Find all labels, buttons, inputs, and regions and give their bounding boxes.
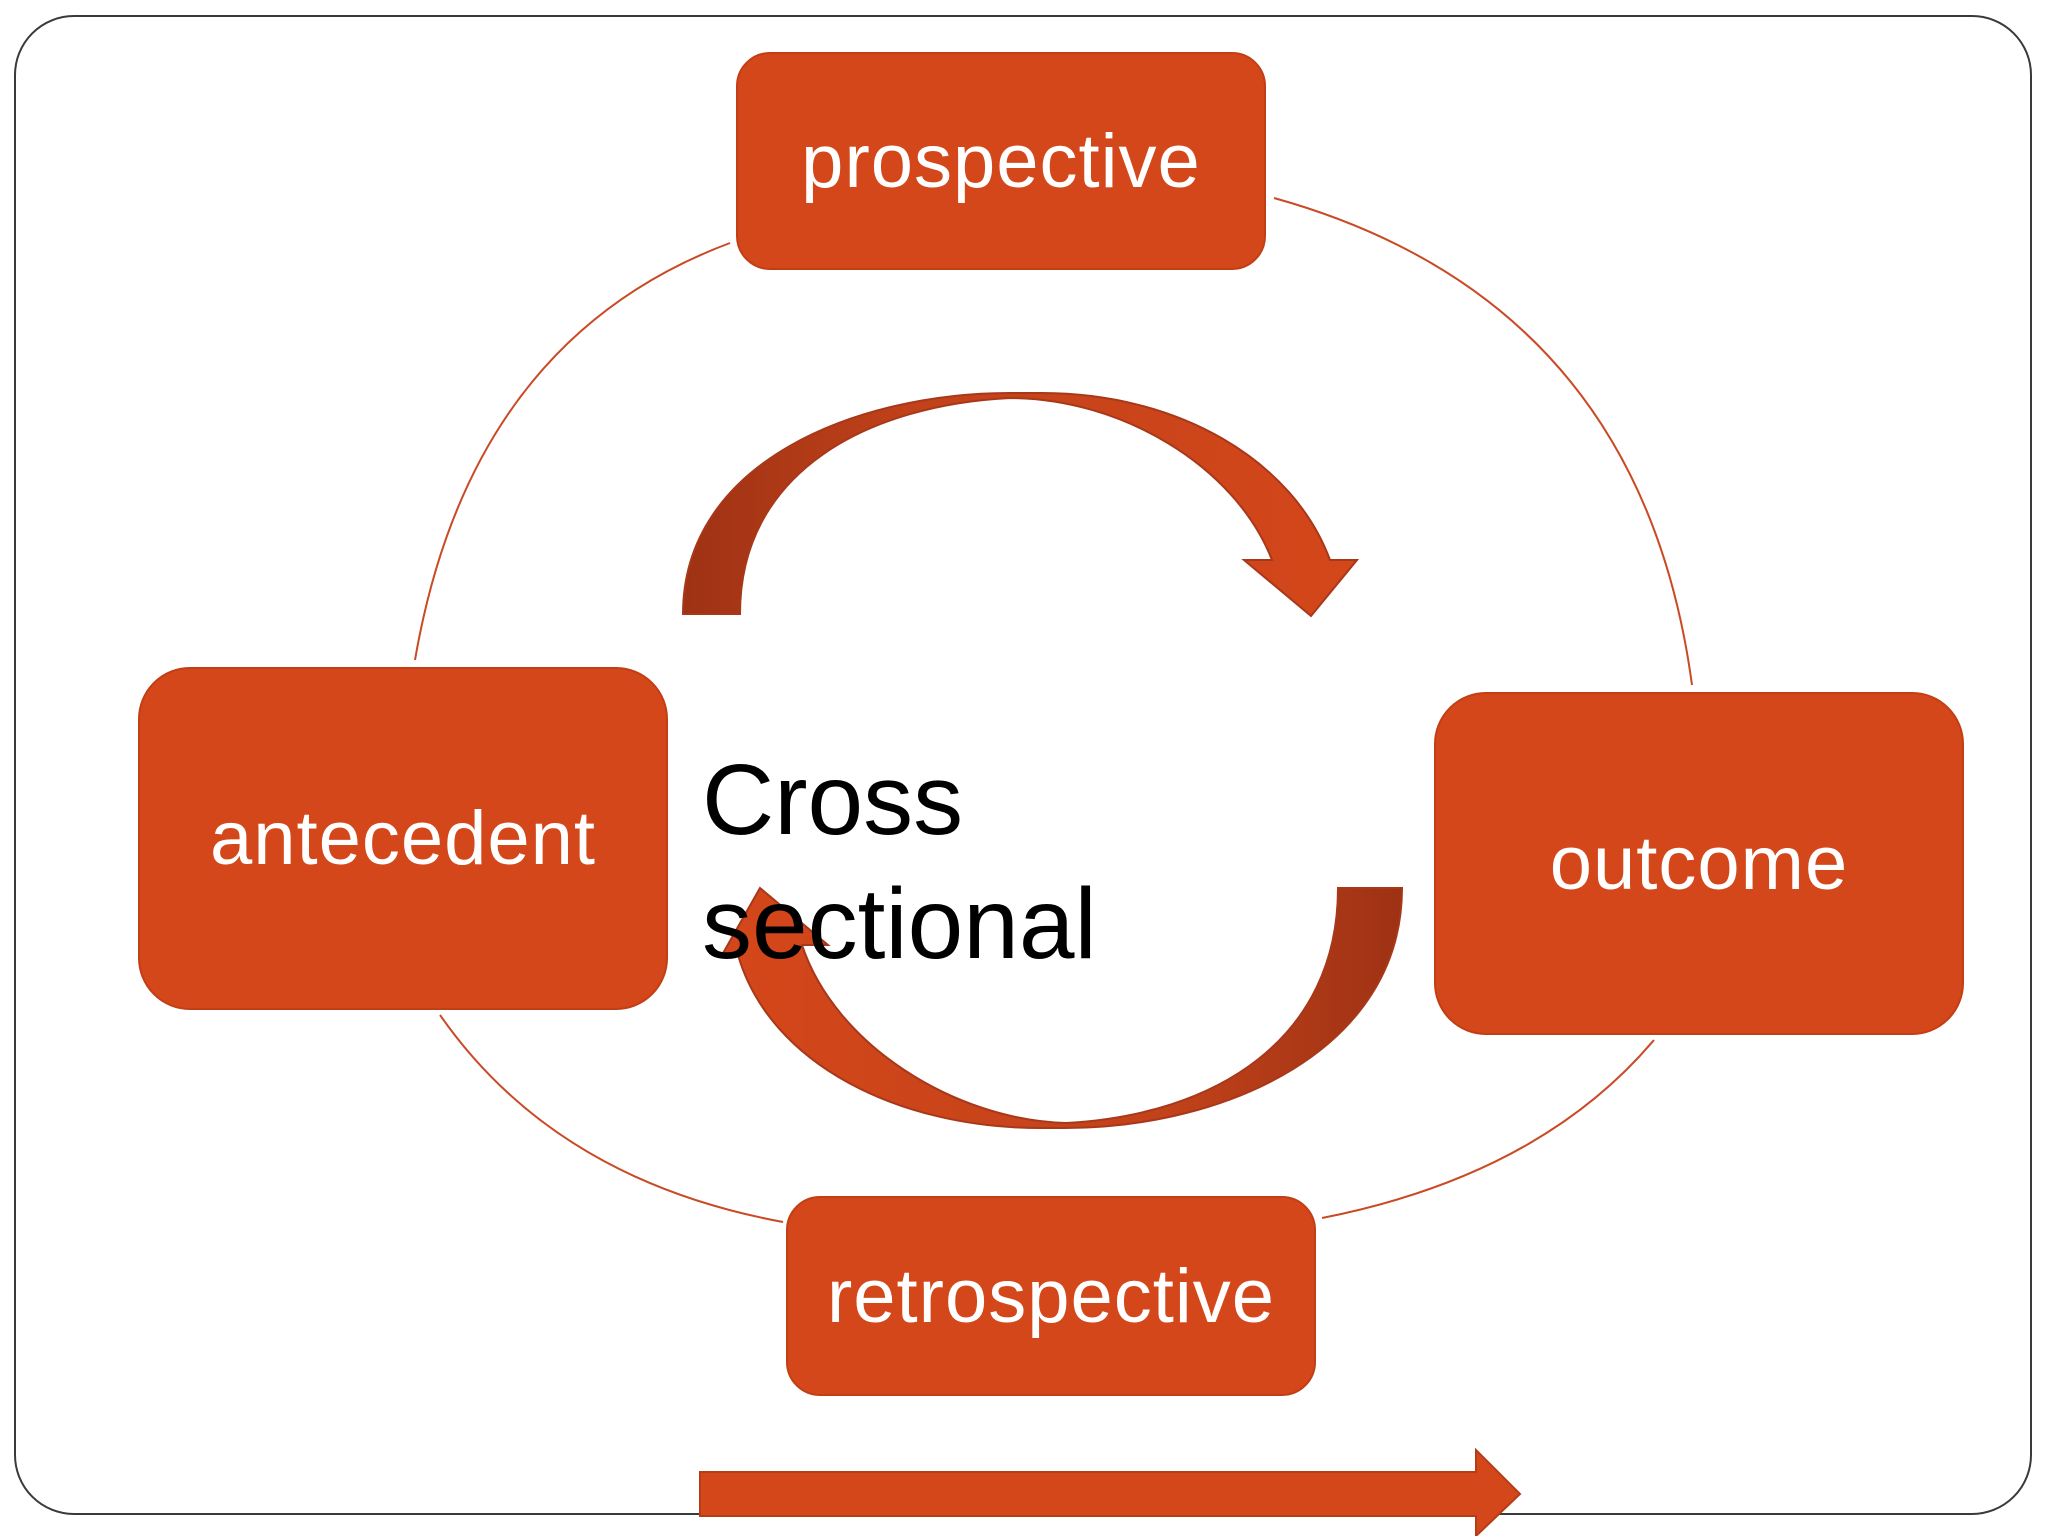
timeline-arrow — [699, 1447, 1522, 1536]
center-label-line2: sectional — [702, 868, 1097, 980]
center-label-line1: Cross — [702, 744, 964, 856]
node-outcome[interactable]: outcome — [1434, 692, 1964, 1035]
top-curved-arrow — [681, 392, 1360, 618]
node-prospective[interactable]: prospective — [736, 52, 1266, 270]
node-antecedent[interactable]: antecedent — [138, 667, 668, 1010]
connector-arc-antecedent-prospective — [414, 242, 731, 661]
connector-arc-prospective-outcome — [1273, 197, 1693, 686]
connector-arc-retrospective-antecedent — [439, 1014, 784, 1223]
bottom-curved-arrow — [720, 886, 1404, 1129]
connector-arc-outcome-retrospective — [1321, 1039, 1655, 1219]
node-retrospective[interactable]: retrospective — [786, 1196, 1316, 1396]
center-label: Cross sectional — [702, 738, 1222, 986]
